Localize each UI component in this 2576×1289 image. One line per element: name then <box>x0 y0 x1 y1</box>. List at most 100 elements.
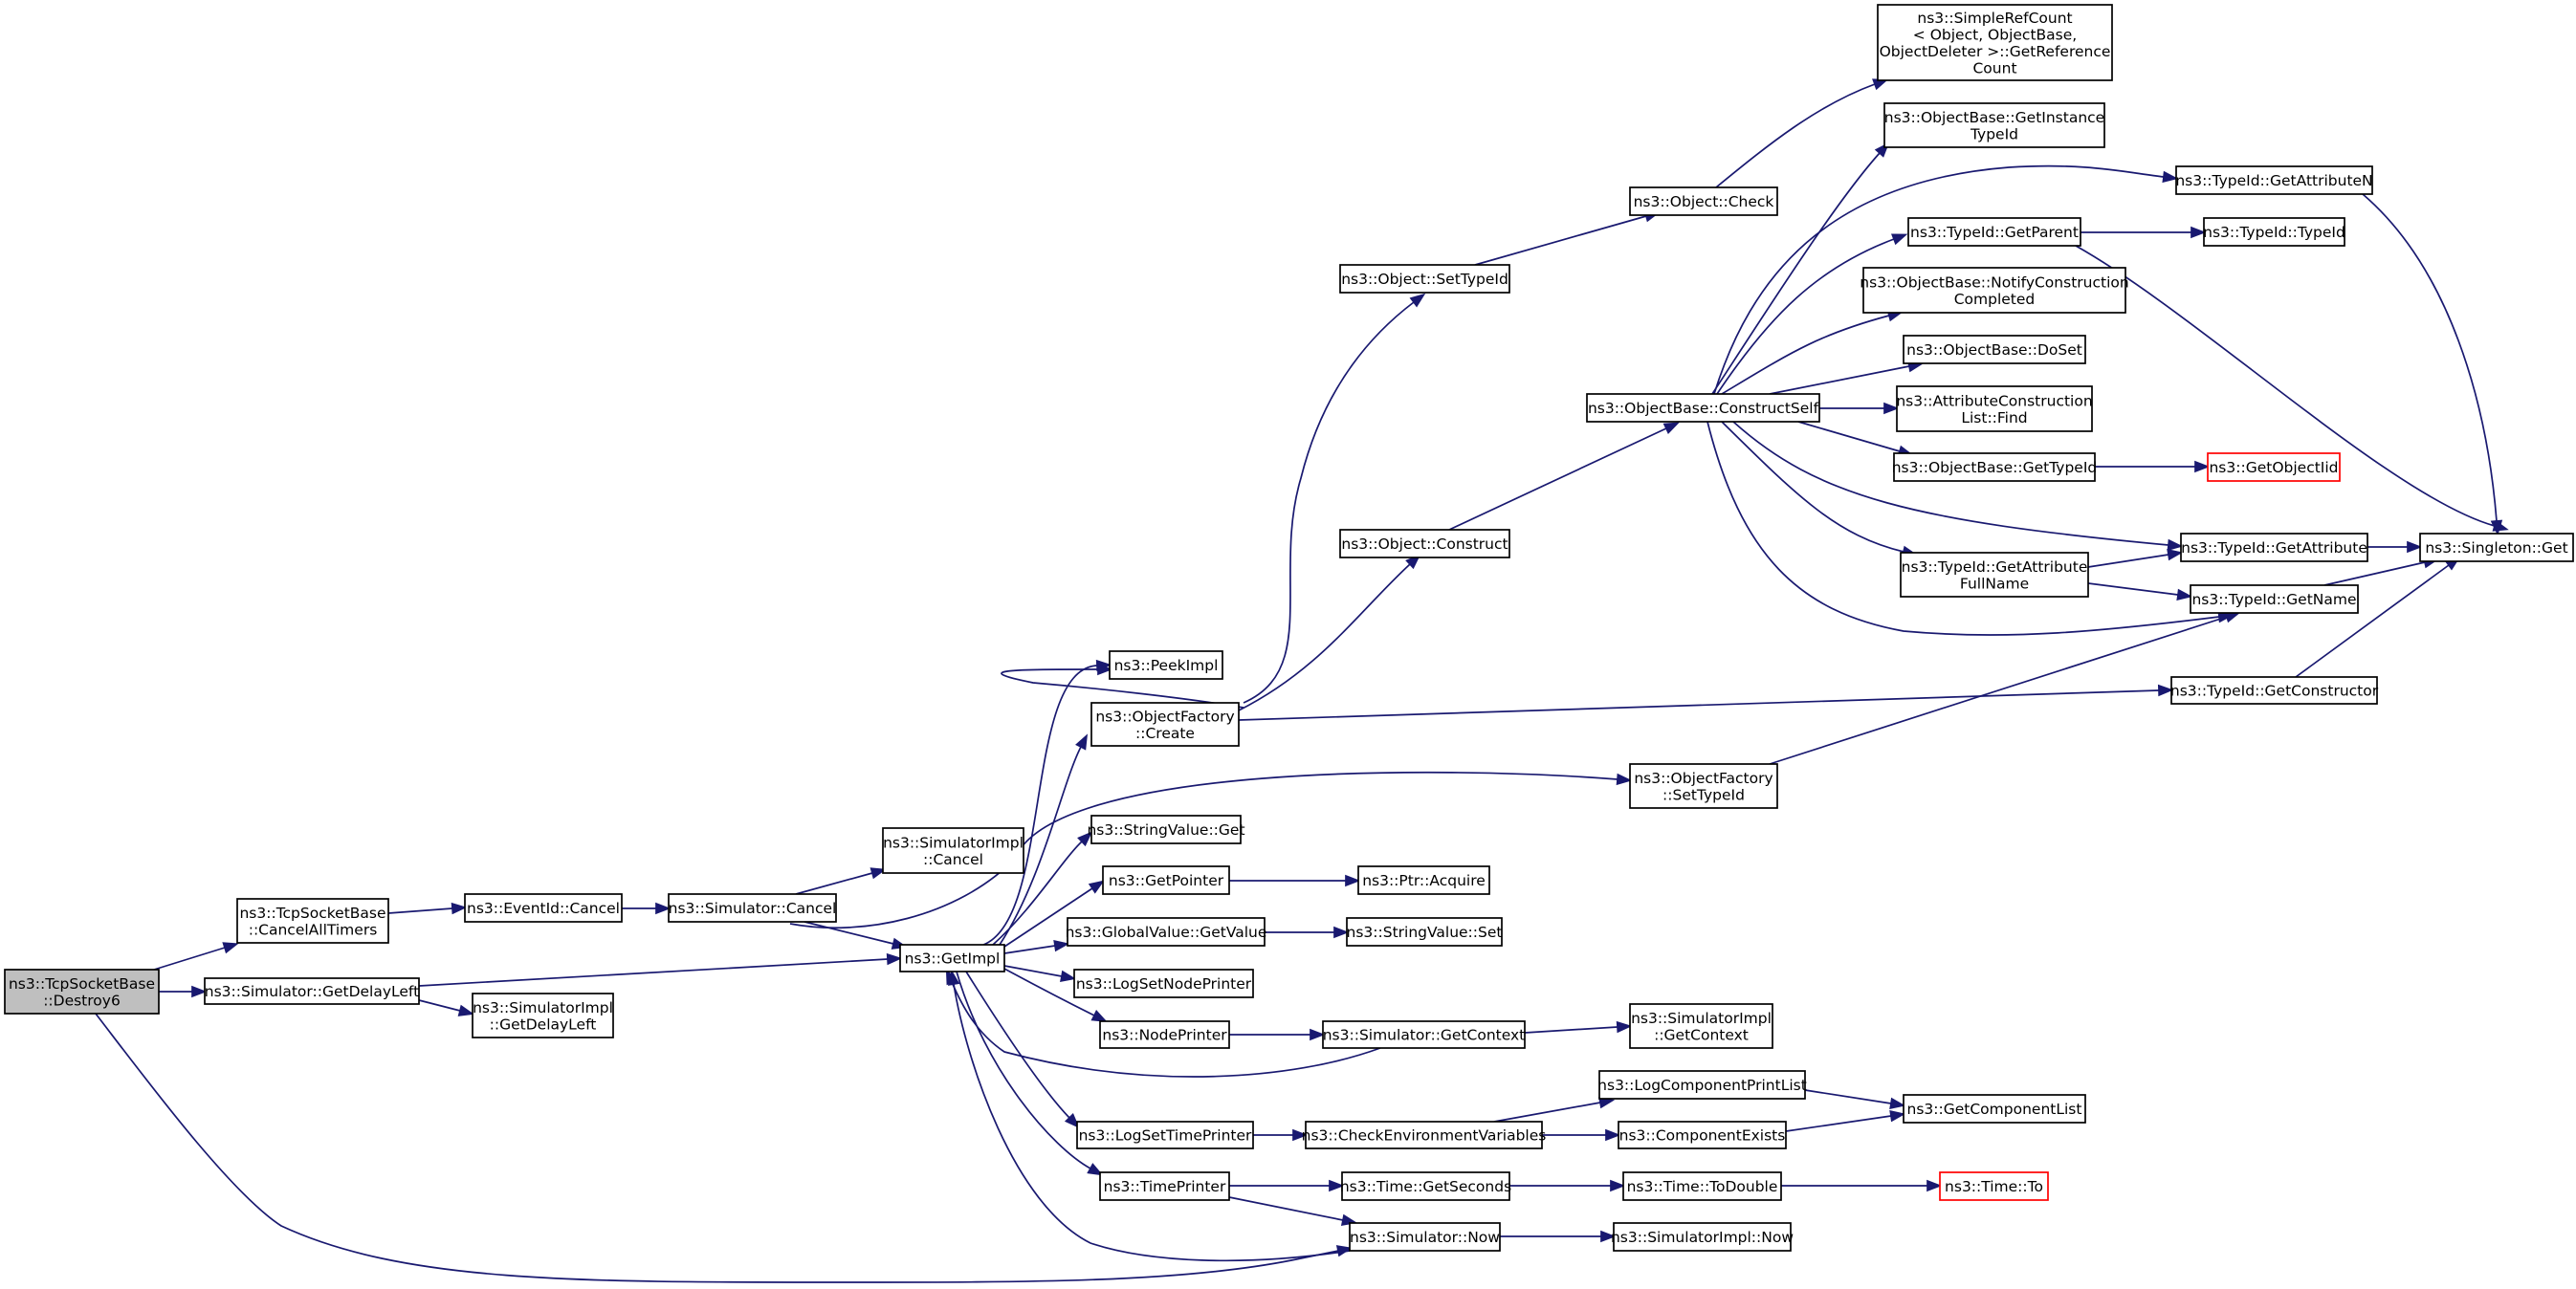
node-box <box>1076 1121 1254 1149</box>
edge-logsettimeprinter-to-checkenv <box>1253 1128 1309 1142</box>
node-label-line: ns3::ObjectBase::DoSet <box>1906 341 2082 359</box>
node-sim-getcontext[interactable]: ns3::Simulator::GetContext <box>1322 1020 1526 1049</box>
node-logcomponentprintlist[interactable]: ns3::LogComponentPrintList <box>1597 1070 1807 1100</box>
node-objbase-constructself[interactable]: ns3::ObjectBase::ConstructSelf <box>1586 393 1820 423</box>
node-objbase-doset[interactable]: ns3::ObjectBase::DoSet <box>1903 335 2086 364</box>
node-simimpl-cancel[interactable]: ns3::SimulatorImpl::Cancel <box>882 827 1024 874</box>
node-box <box>899 944 1005 972</box>
node-object-construct[interactable]: ns3::Object::Construct <box>1339 529 1510 558</box>
node-getpointer[interactable]: ns3::GetPointer <box>1102 865 1230 895</box>
node-time-todouble[interactable]: ns3::Time::ToDouble <box>1622 1171 1782 1201</box>
node-sim-cancel[interactable]: ns3::Simulator::Cancel <box>668 893 837 923</box>
node-label-line: ns3::TypeId::GetName <box>2191 591 2356 608</box>
node-getdelayleft[interactable]: ns3::Simulator::GetDelayLeft <box>204 977 420 1005</box>
edge-line <box>795 872 873 895</box>
node-logsetnodeprinter[interactable]: ns3::LogSetNodePrinter <box>1073 969 1254 998</box>
node-time-getseconds[interactable]: ns3::Time::GetSeconds <box>1340 1171 1511 1201</box>
edge-destroy6-to-cancelalltimers <box>153 942 239 971</box>
node-stringvalue-set[interactable]: ns3::StringValue::Set <box>1346 917 1503 947</box>
node-logsettimeprinter[interactable]: ns3::LogSetTimePrinter <box>1076 1121 1254 1149</box>
edge-line <box>804 921 894 945</box>
node-typeid-getname[interactable]: ns3::TypeId::GetName <box>2190 584 2359 614</box>
node-typeid-getconstructor[interactable]: ns3::TypeId::GetConstructor <box>2170 676 2379 705</box>
node-box <box>1099 1020 1230 1049</box>
node-label-line: ns3::Simulator::Now <box>1350 1229 1500 1246</box>
edge-objbase_gettypeid-to-getobjectiid <box>2095 460 2211 473</box>
node-typeid-getattribute[interactable]: ns3::TypeId::GetAttribute <box>2180 533 2368 562</box>
node-objfactory-create[interactable]: ns3::ObjectFactory::Create <box>1090 702 1240 747</box>
edge-line <box>95 1013 1339 1283</box>
node-simimpl-getcontext[interactable]: ns3::SimulatorImpl::GetContext <box>1629 1003 1773 1049</box>
edge-line <box>789 771 1618 929</box>
node-nodeprinter[interactable]: ns3::NodePrinter <box>1099 1020 1230 1049</box>
node-globalvalue-getvalue[interactable]: ns3::GlobalValue::GetValue <box>1066 917 1267 947</box>
node-peekimpl[interactable]: ns3::PeekImpl <box>1109 650 1223 680</box>
node-singleton-get[interactable]: ns3::Singleton::Get <box>2419 533 2574 562</box>
call-edges <box>95 78 2509 1283</box>
edge-arrowhead <box>2490 519 2503 536</box>
node-label-line: ns3::Time::GetSeconds <box>1340 1178 1511 1195</box>
node-label-line: ns3::Simulator::Cancel <box>669 900 837 917</box>
node-objbase-notifyconstructioncompleted[interactable]: ns3::ObjectBase::NotifyConstructionCompl… <box>1860 267 2129 314</box>
node-getobjectiid[interactable]: ns3::GetObjectIid <box>2207 452 2341 482</box>
edge-line <box>1769 616 2228 765</box>
node-label-line: ::GetContext <box>1654 1026 1749 1043</box>
node-box <box>1877 4 2113 81</box>
node-sim-now[interactable]: ns3::Simulator::Now <box>1349 1222 1501 1252</box>
node-object-settypeid[interactable]: ns3::Object::SetTypeId <box>1339 264 1510 294</box>
node-eventid-cancel[interactable]: ns3::EventId::Cancel <box>464 893 623 923</box>
node-label-line: Count <box>1972 59 2016 76</box>
edge-sim_cancel-to-objfactory_settypeid <box>789 771 1633 929</box>
node-label-line: ns3::ObjectFactory <box>1095 708 1234 725</box>
node-stringvalue-get[interactable]: ns3::StringValue::Get <box>1087 815 1245 844</box>
node-checkenv[interactable]: ns3::CheckEnvironmentVariables <box>1302 1121 1547 1149</box>
node-label-line: ns3::TypeId::GetParent <box>1910 224 2079 241</box>
edge-arrowhead <box>1889 1097 1906 1110</box>
node-box <box>1349 1222 1501 1252</box>
edge-arrowhead <box>1075 733 1089 751</box>
node-ptr-acquire[interactable]: ns3::Ptr::Acquire <box>1357 865 1490 895</box>
edge-line <box>1715 83 1876 188</box>
node-objbase-gettypeid[interactable]: ns3::ObjectBase::GetTypeId <box>1892 452 2098 482</box>
node-timeprinter[interactable]: ns3::TimePrinter <box>1099 1171 1230 1201</box>
edge-arrowhead <box>870 867 887 880</box>
edge-time_todouble-to-time_to <box>1781 1179 1943 1192</box>
node-typeid-getattributen[interactable]: ns3::TypeId::GetAttributeN <box>2175 165 2373 195</box>
node-objfactory-settypeid[interactable]: ns3::ObjectFactory::SetTypeId <box>1629 763 1778 809</box>
node-box <box>472 993 614 1038</box>
edge-arrowhead <box>451 902 468 915</box>
node-label-line: ::Create <box>1135 725 1195 742</box>
edge-arrowhead <box>655 902 672 915</box>
node-destroy6[interactable]: ns3::TcpSocketBase::Destroy6 <box>4 969 160 1015</box>
node-componentexists[interactable]: ns3::ComponentExists <box>1618 1121 1787 1149</box>
edge-destroy6-to-getdelayleft <box>159 985 208 998</box>
node-label-line: ObjectDeleter >::GetReference <box>1880 43 2111 60</box>
node-object-check[interactable]: ns3::Object::Check <box>1629 186 1778 216</box>
edge-typeid_getattributen-to-singleton_get <box>2362 193 2503 536</box>
node-simimpl-now[interactable]: ns3::SimulatorImpl::Now <box>1611 1222 1794 1252</box>
node-label-line: ns3::Simulator::GetDelayLeft <box>205 983 419 1000</box>
node-time-to[interactable]: ns3::Time::To <box>1939 1171 2049 1201</box>
node-typeid-typeid[interactable]: ns3::TypeId::TypeId <box>2203 217 2345 247</box>
node-box <box>1939 1171 2049 1201</box>
edge-line <box>1713 164 2165 395</box>
edge-line <box>956 971 1091 1169</box>
node-label-line: ns3::StringValue::Get <box>1087 821 1244 839</box>
node-typeid-getparent[interactable]: ns3::TypeId::GetParent <box>1907 217 2081 247</box>
node-simplerefcount[interactable]: ns3::SimpleRefCount< Object, ObjectBase,… <box>1877 4 2113 81</box>
edge-arrowhead <box>1077 831 1093 847</box>
node-getcomponentlist[interactable]: ns3::GetComponentList <box>1903 1094 2086 1124</box>
node-cancelalltimers[interactable]: ns3::TcpSocketBase::CancelAllTimers <box>236 898 389 944</box>
node-label-line: ns3::EventId::Cancel <box>467 900 620 917</box>
edge-line <box>953 983 1351 1262</box>
edge-sim_getcontext-to-simimpl_getcontext <box>1524 1020 1633 1034</box>
node-getimpl[interactable]: ns3::GetImpl <box>899 944 1005 972</box>
node-box <box>1907 217 2081 247</box>
node-simimpl-getdelayleft[interactable]: ns3::SimulatorImpl::GetDelayLeft <box>472 993 614 1038</box>
edge-arrowhead <box>1090 1010 1108 1022</box>
edge-line <box>2087 582 2179 596</box>
edge-objbase_constructself-to-typeid_getattributefullname <box>1721 421 1918 557</box>
